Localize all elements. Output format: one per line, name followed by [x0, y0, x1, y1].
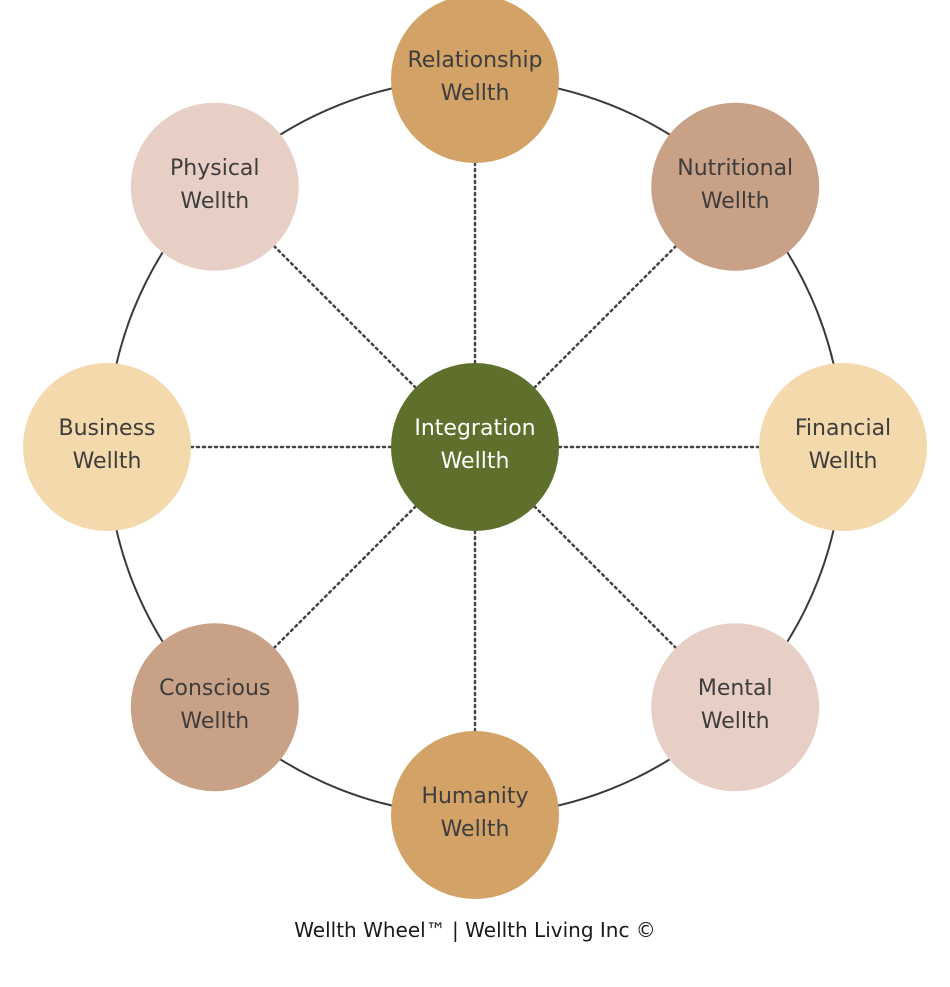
- center-label-line2: Wellth: [441, 449, 510, 474]
- node-financial-label-line1: Financial: [795, 416, 891, 441]
- node-physical-label-line2: Wellth: [180, 189, 249, 214]
- node-conscious-label-line2: Wellth: [180, 709, 249, 734]
- node-mental-label-line2: Wellth: [701, 709, 770, 734]
- node-financial-circle: [759, 363, 927, 531]
- node-business-circle: [23, 363, 191, 531]
- spoke-nutritional: [533, 244, 678, 389]
- center-circle: [391, 363, 559, 531]
- node-relationship-circle: [391, 0, 559, 163]
- node-financial-label-line2: Wellth: [809, 449, 878, 474]
- node-physical-circle: [130, 102, 299, 271]
- spoke-mental: [533, 505, 678, 650]
- node-mental-circle: [651, 623, 820, 792]
- center-label-line1: Integration: [414, 416, 535, 441]
- node-mental-label-line1: Mental: [698, 676, 773, 701]
- node-humanity-circle: [391, 731, 559, 899]
- node-conscious-label-line1: Conscious: [159, 676, 270, 701]
- spoke-conscious: [272, 505, 417, 650]
- node-conscious-circle: [130, 623, 299, 792]
- node-business-label-line1: Business: [58, 416, 155, 441]
- node-humanity-label-line1: Humanity: [421, 784, 528, 809]
- node-nutritional-circle: [651, 102, 820, 271]
- node-relationship-label-line2: Wellth: [441, 81, 510, 106]
- node-nutritional-label-line1: Nutritional: [677, 156, 793, 181]
- node-nutritional-label-line2: Wellth: [701, 189, 770, 214]
- node-physical-label-line1: Physical: [170, 156, 260, 181]
- wheel-caption: Wellth Wheel™ | Wellth Living Inc ©: [294, 918, 656, 942]
- spoke-physical: [272, 244, 417, 389]
- node-humanity-label-line2: Wellth: [441, 817, 510, 842]
- node-business-label-line2: Wellth: [73, 449, 142, 474]
- node-relationship-label-line1: Relationship: [407, 48, 542, 73]
